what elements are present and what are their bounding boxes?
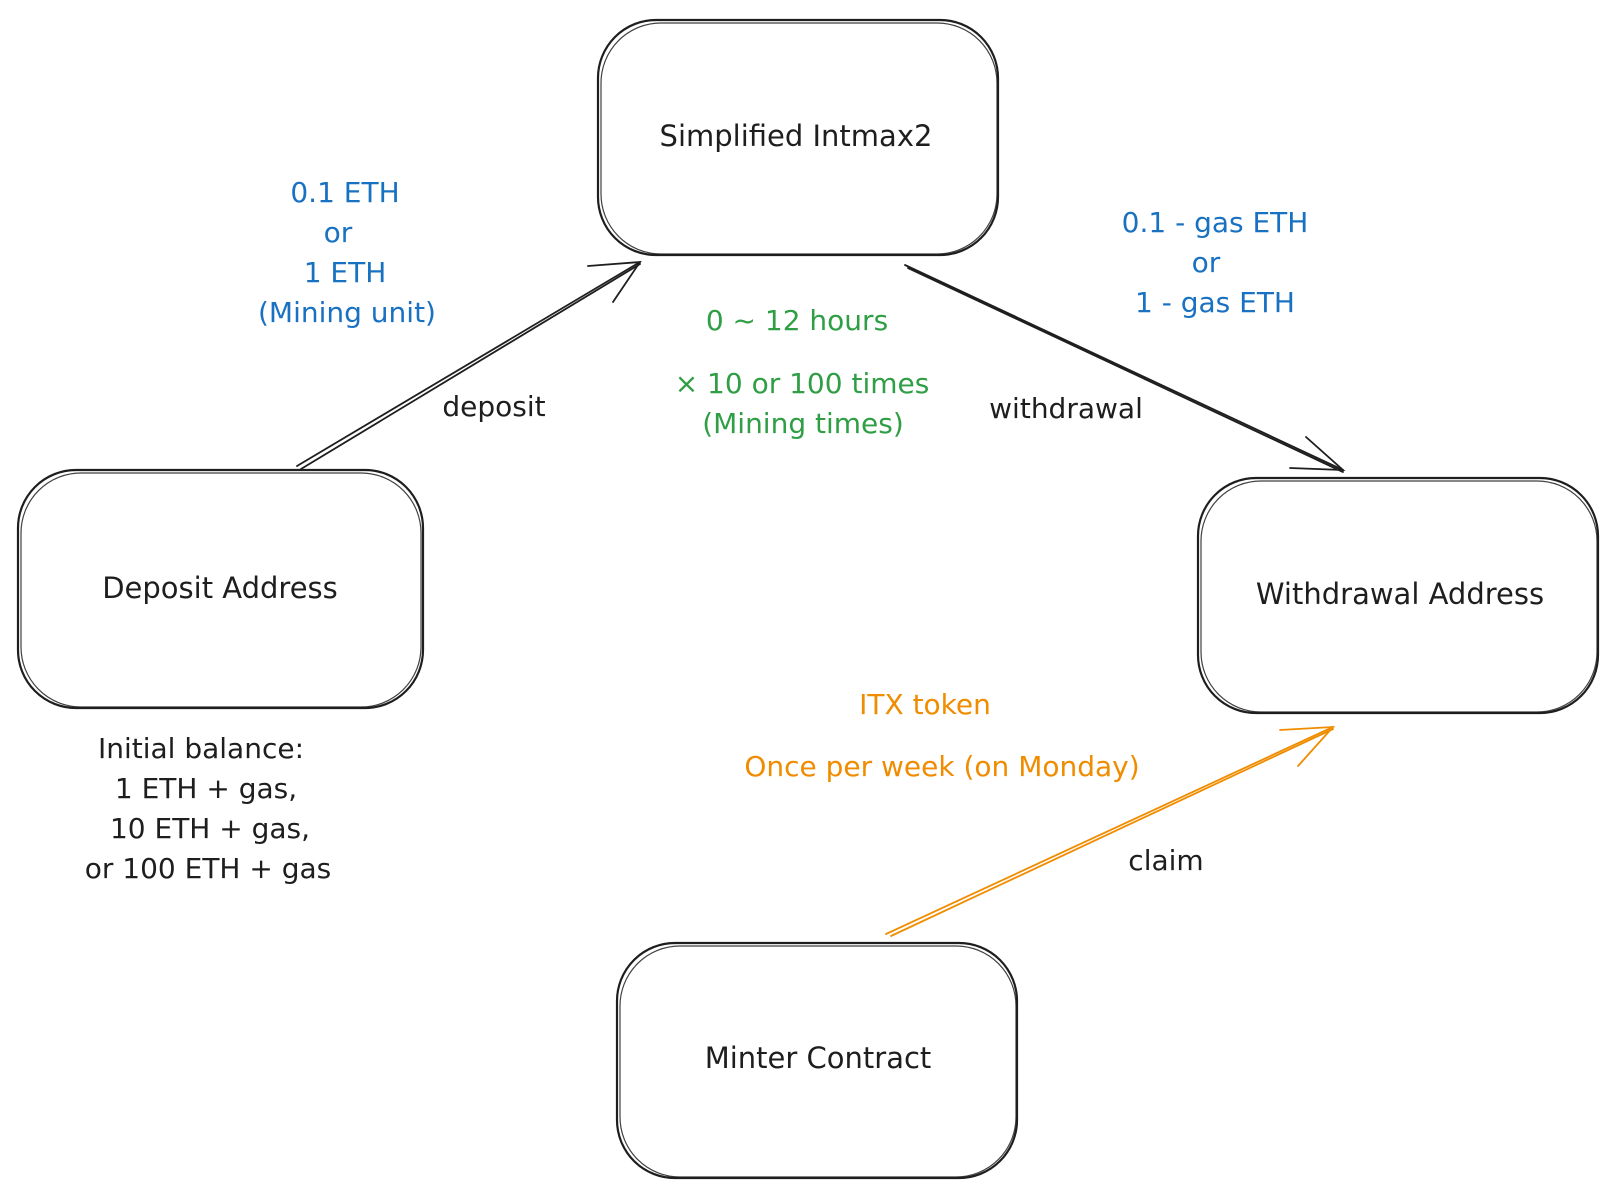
initial-balance-annotation: Initial balance: 1 ETH + gas, 10 ETH + g… — [85, 732, 332, 885]
node-label-deposit: Deposit Address — [102, 571, 338, 605]
node-simplified-intmax2[interactable]: Simplified Intmax2 — [596, 18, 1000, 257]
deposit-amount-line-2: or — [324, 216, 353, 249]
token-line-2: Once per week (on Monday) — [744, 750, 1139, 783]
node-label-withdrawal: Withdrawal Address — [1256, 577, 1544, 611]
timing-line-1: 0 ~ 12 hours — [706, 304, 888, 337]
edge-label-claim: claim — [1128, 844, 1203, 877]
node-withdrawal-address[interactable]: Withdrawal Address — [1196, 476, 1600, 715]
withdraw-amount-line-3: 1 - gas ETH — [1135, 286, 1295, 319]
deposit-amount-line-3: 1 ETH — [304, 256, 387, 289]
withdraw-amount-annotation: 0.1 - gas ETH or 1 - gas ETH — [1122, 206, 1309, 319]
initial-balance-line-1: Initial balance: — [98, 732, 304, 765]
withdraw-amount-line-1: 0.1 - gas ETH — [1122, 206, 1309, 239]
token-line-1: ITX token — [859, 688, 991, 721]
timing-line-3: (Mining times) — [702, 407, 904, 440]
deposit-amount-line-1: 0.1 ETH — [290, 176, 399, 209]
token-annotation: ITX token Once per week (on Monday) — [744, 688, 1139, 783]
timing-annotation: 0 ~ 12 hours × 10 or 100 times (Mining t… — [675, 304, 930, 440]
node-deposit-address[interactable]: Deposit Address — [16, 468, 425, 710]
edge-label-deposit: deposit — [442, 390, 545, 423]
node-minter-contract[interactable]: Minter Contract — [615, 941, 1019, 1180]
edge-label-withdrawal: withdrawal — [989, 392, 1143, 425]
initial-balance-line-2: 1 ETH + gas, — [115, 772, 297, 805]
node-label-intmax: Simplified Intmax2 — [660, 119, 933, 153]
node-label-minter: Minter Contract — [705, 1041, 932, 1075]
timing-line-2: × 10 or 100 times — [675, 367, 930, 400]
claim-arrow — [885, 725, 1336, 937]
withdraw-amount-line-2: or — [1192, 246, 1221, 279]
initial-balance-line-3: 10 ETH + gas, — [110, 812, 310, 845]
withdrawal-arrow — [904, 264, 1346, 473]
initial-balance-line-4: or 100 ETH + gas — [85, 852, 332, 885]
deposit-arrow — [296, 260, 642, 470]
deposit-amount-annotation: 0.1 ETH or 1 ETH (Mining unit) — [258, 176, 436, 329]
deposit-amount-line-4: (Mining unit) — [258, 296, 436, 329]
